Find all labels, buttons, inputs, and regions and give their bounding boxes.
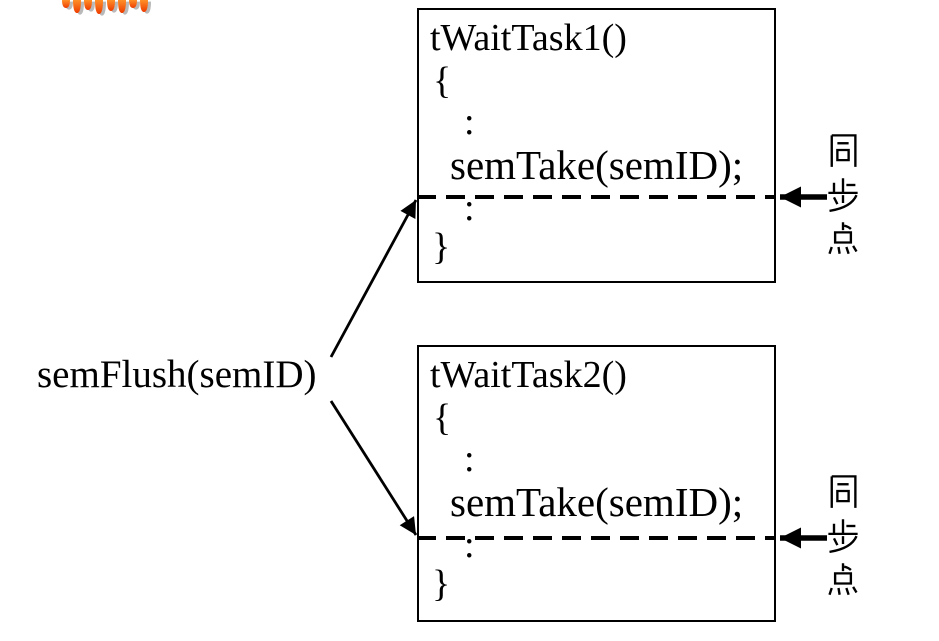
task1-ellipsis-2: : <box>464 187 475 229</box>
task1-semtake-call: semTake(semID); <box>450 142 744 188</box>
flush-arrow-to-task2 <box>329 400 418 536</box>
task2-ellipsis-2: : <box>464 524 475 566</box>
sync-point-label-1 <box>825 132 861 256</box>
task1-open-brace: { <box>433 60 452 102</box>
task2-semtake-call: semTake(semID); <box>450 479 744 525</box>
sync-point-label-2 <box>825 473 861 597</box>
task1-title: tWaitTask1() <box>430 17 627 59</box>
task2-close-brace: } <box>432 563 451 605</box>
logo-fragment-icon <box>62 0 151 16</box>
task1-close-brace: } <box>432 226 451 268</box>
sem-flush-label: semFlush(semID) <box>37 353 317 396</box>
task-box-1: tWaitTask1() { : semTake(semID); : } <box>417 8 776 283</box>
task2-open-brace: { <box>433 397 452 439</box>
task-box-2: tWaitTask2() { : semTake(semID); : } <box>417 345 776 622</box>
task2-ellipsis-1: : <box>464 438 475 480</box>
task2-title: tWaitTask2() <box>430 354 627 396</box>
flush-arrow-to-task1 <box>329 199 418 358</box>
task1-ellipsis-1: : <box>464 101 475 143</box>
